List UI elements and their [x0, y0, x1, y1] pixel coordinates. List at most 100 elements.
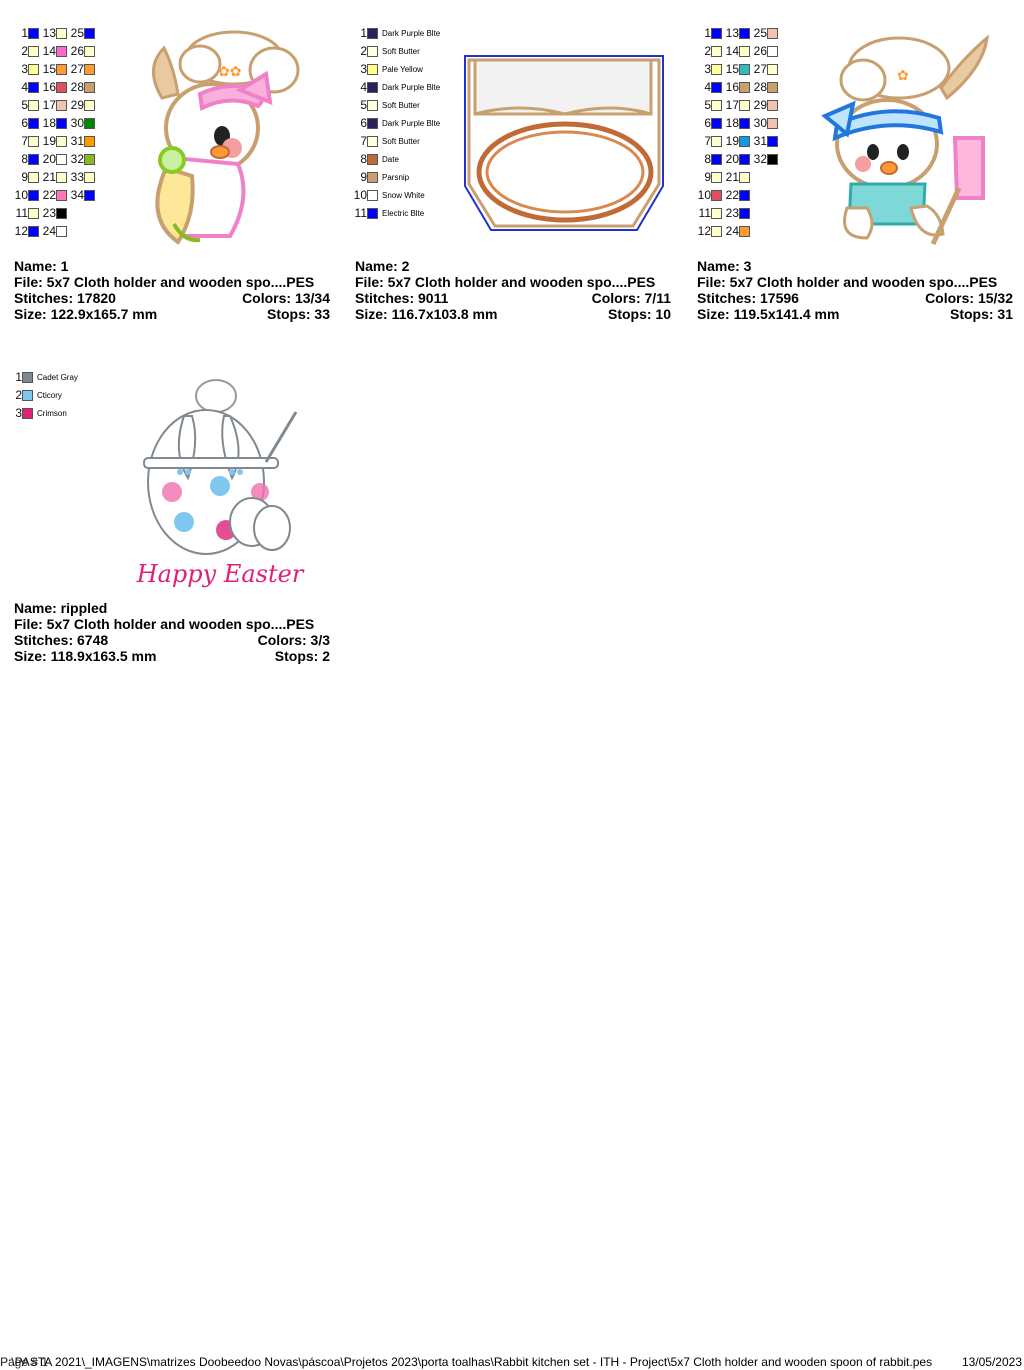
color-swatch-row: 15: [42, 60, 67, 78]
color-swatch-row: 12: [697, 222, 722, 240]
color-swatch: [367, 189, 378, 201]
design-info-3: Name: 3 File: 5x7 Cloth holder and woode…: [697, 258, 1013, 322]
swatch-color-name: Dark Purple Blte: [382, 118, 441, 128]
swatch-color-name: Date: [382, 154, 399, 164]
swatch-number: 32: [70, 152, 84, 166]
color-swatch: [739, 225, 750, 237]
design-preview-3: ✿: [821, 34, 989, 246]
color-swatch-row: 31: [70, 132, 95, 150]
color-swatch: [711, 117, 722, 129]
color-swatch: [28, 99, 39, 111]
swatch-color-name: Dark Purple Blte: [382, 28, 441, 38]
color-swatch: [22, 371, 33, 383]
color-swatch: [56, 63, 67, 75]
color-swatch: [711, 99, 722, 111]
color-swatch-row: 10: [14, 186, 39, 204]
design-preview-4: Happy Easter: [136, 379, 305, 588]
color-swatch: [28, 135, 39, 147]
color-swatch: [84, 99, 95, 111]
color-swatch: [84, 27, 95, 39]
color-swatch: [22, 389, 33, 401]
color-swatch-row: 8: [697, 150, 722, 168]
swatch-number: 29: [753, 98, 767, 112]
design-name: Name: 3: [697, 258, 752, 274]
design-info-2: Name: 2 File: 5x7 Cloth holder and woode…: [355, 258, 671, 322]
swatch-number: 22: [42, 188, 56, 202]
color-swatch: [367, 207, 378, 219]
color-swatch-row: 15: [725, 60, 750, 78]
color-swatch-row: 30: [753, 114, 778, 132]
color-swatch: [711, 135, 722, 147]
color-swatch: [739, 153, 750, 165]
swatch-number: 31: [753, 134, 767, 148]
color-swatch: [84, 135, 95, 147]
color-swatch: [711, 81, 722, 93]
color-swatch-row: 32: [70, 150, 95, 168]
design-file: File: 5x7 Cloth holder and wooden spo...…: [14, 616, 315, 632]
color-swatch: [711, 27, 722, 39]
color-swatch-row: 23: [725, 204, 750, 222]
swatch-color-name: Crimson: [37, 408, 67, 418]
swatch-number: 7: [704, 134, 711, 148]
swatch-color-name: Parsnip: [382, 172, 410, 182]
swatch-number: 8: [21, 152, 28, 166]
swatch-color-name: Cadet Gray: [37, 372, 78, 382]
design-stops: Stops: 10: [607, 306, 671, 322]
swatch-color-name: Soft Butter: [382, 100, 420, 110]
swatch-number: 3: [360, 62, 367, 76]
color-swatch-row: 25: [70, 24, 95, 42]
design-file: File: 5x7 Cloth holder and wooden spo...…: [355, 274, 656, 290]
page-footer: P:\PASTA 2021\_IMAGENS\matrizes Doobeedo…: [0, 1354, 1024, 1370]
swatch-number: 5: [21, 98, 28, 112]
swatch-number: 19: [42, 134, 56, 148]
swatch-number: 5: [360, 98, 367, 112]
swatch-number: 25: [70, 26, 84, 40]
swatch-number: 21: [725, 170, 739, 184]
swatch-number: 27: [753, 62, 767, 76]
design-name: Name: rippled: [14, 600, 108, 616]
swatch-number: 4: [704, 80, 711, 94]
swatch-number: 26: [753, 44, 767, 58]
swatch-number: 15: [725, 62, 739, 76]
color-swatch: [767, 117, 778, 129]
swatch-number: 11: [354, 206, 367, 220]
design-file: File: 5x7 Cloth holder and wooden spo...…: [14, 274, 315, 290]
swatch-number: 28: [70, 80, 84, 94]
color-swatch-row: 26: [70, 42, 95, 60]
swatch-number: 30: [70, 116, 84, 130]
color-swatch: [84, 81, 95, 93]
color-swatch-row: 22: [725, 186, 750, 204]
color-swatch: [56, 207, 67, 219]
color-swatch-row: 2: [697, 42, 722, 60]
swatch-number: 11: [698, 206, 711, 220]
color-swatch-row: 25: [753, 24, 778, 42]
swatch-number: 14: [42, 44, 56, 58]
color-swatch-row: 3: [697, 60, 722, 78]
color-swatch: [28, 207, 39, 219]
design-name: Name: 1: [14, 258, 69, 274]
swatch-number: 9: [704, 170, 711, 184]
color-swatch: [739, 99, 750, 111]
color-swatch: [767, 63, 778, 75]
design-stops: Stops: 31: [949, 306, 1013, 322]
color-swatch-row: 2: [14, 42, 39, 60]
color-swatch-row: 11: [14, 204, 39, 222]
color-swatch-row: 1: [697, 24, 722, 42]
color-swatch: [84, 153, 95, 165]
color-swatch: [56, 117, 67, 129]
color-swatch: [28, 27, 39, 39]
color-swatch: [739, 63, 750, 75]
swatch-number: 24: [42, 224, 56, 238]
swatch-number: 17: [42, 98, 56, 112]
design-size: Size: 122.9x165.7 mm: [14, 306, 158, 322]
color-swatch-row: 23: [42, 204, 67, 222]
swatch-number: 28: [753, 80, 767, 94]
swatch-number: 1: [21, 26, 28, 40]
swatch-number: 16: [42, 80, 56, 94]
color-swatch: [711, 153, 722, 165]
swatch-number: 3: [704, 62, 711, 76]
